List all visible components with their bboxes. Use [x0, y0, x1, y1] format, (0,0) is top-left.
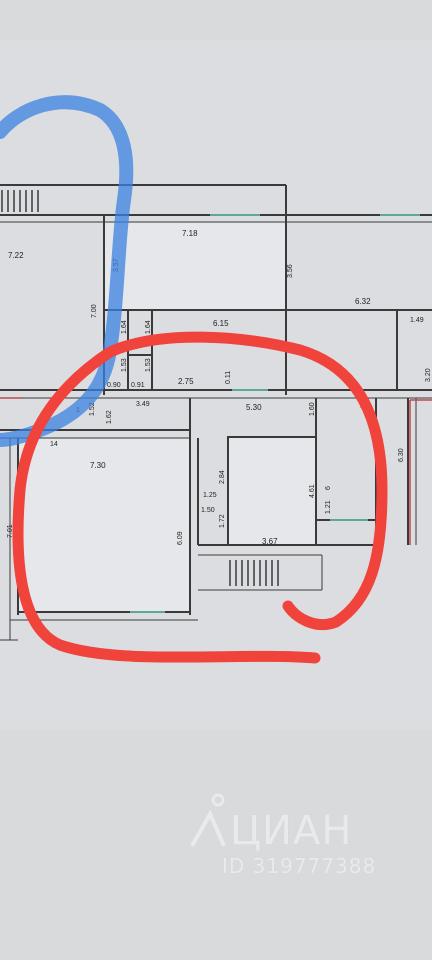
- room-fill: [105, 223, 285, 309]
- dim-label: 6: [325, 486, 332, 490]
- dim-label: 4.61: [309, 484, 316, 498]
- dim-label: 7.22: [8, 251, 24, 260]
- stairs-top-left: [1, 190, 39, 212]
- watermark-listing-id: ID 319777388: [222, 854, 377, 878]
- watermark-brand: ЦИАН: [230, 808, 353, 854]
- dim-label: 1.72: [219, 514, 226, 528]
- dim-label: 7.01: [7, 524, 14, 538]
- dim-label: 2.75: [178, 377, 194, 386]
- dim-label: 1.64: [145, 320, 152, 334]
- bathroom-outline: [227, 436, 317, 546]
- dim-label: 1.52: [89, 402, 96, 416]
- dim-label: 5.30: [246, 403, 262, 412]
- dim-label: 1.25: [203, 492, 217, 499]
- dim-label: 1.21: [325, 500, 332, 514]
- cian-watermark: ЦИАН ID 319777388: [190, 790, 420, 890]
- dim-label: 3.49: [136, 401, 150, 408]
- dim-label: 1.49: [410, 317, 424, 324]
- dim-label: 7.00: [91, 304, 98, 318]
- dim-label: 7.30: [90, 461, 106, 470]
- room-fills: [19, 223, 315, 611]
- dim-label: 1.64: [121, 320, 128, 334]
- dim-label: 1.62: [106, 410, 113, 424]
- cian-logo-icon: [190, 793, 226, 847]
- dim-label: 6.15: [213, 319, 229, 328]
- dim-label: 14: [50, 441, 58, 448]
- dim-label: 6.32: [355, 297, 371, 306]
- dim-label: 1.60: [309, 402, 316, 416]
- dim-label: 0.91: [131, 382, 145, 389]
- windows: [130, 214, 420, 613]
- stairs-bottom: [229, 560, 279, 586]
- dim-label: 0.90: [107, 382, 121, 389]
- dim-label: 1.53: [145, 358, 152, 372]
- dim-label: 3.56: [287, 264, 294, 278]
- dim-label: 1.50: [201, 507, 215, 514]
- dim-label: 2.84: [219, 470, 226, 484]
- red-highlight-circle: [12, 331, 388, 664]
- room-fill: [229, 438, 315, 544]
- red-wall-accents: [0, 397, 432, 545]
- dim-label: 6.09: [177, 531, 184, 545]
- room-fill: [19, 439, 189, 611]
- dim-label: 1.53: [121, 358, 128, 372]
- dim-label: 0.11: [225, 371, 232, 384]
- red-marker-stroke: [12, 331, 388, 664]
- dim-label: 7.18: [182, 229, 198, 238]
- dim-label: 3.67: [262, 537, 278, 546]
- dim-label: 3.20: [425, 368, 432, 382]
- dim-label: 6.30: [398, 448, 405, 462]
